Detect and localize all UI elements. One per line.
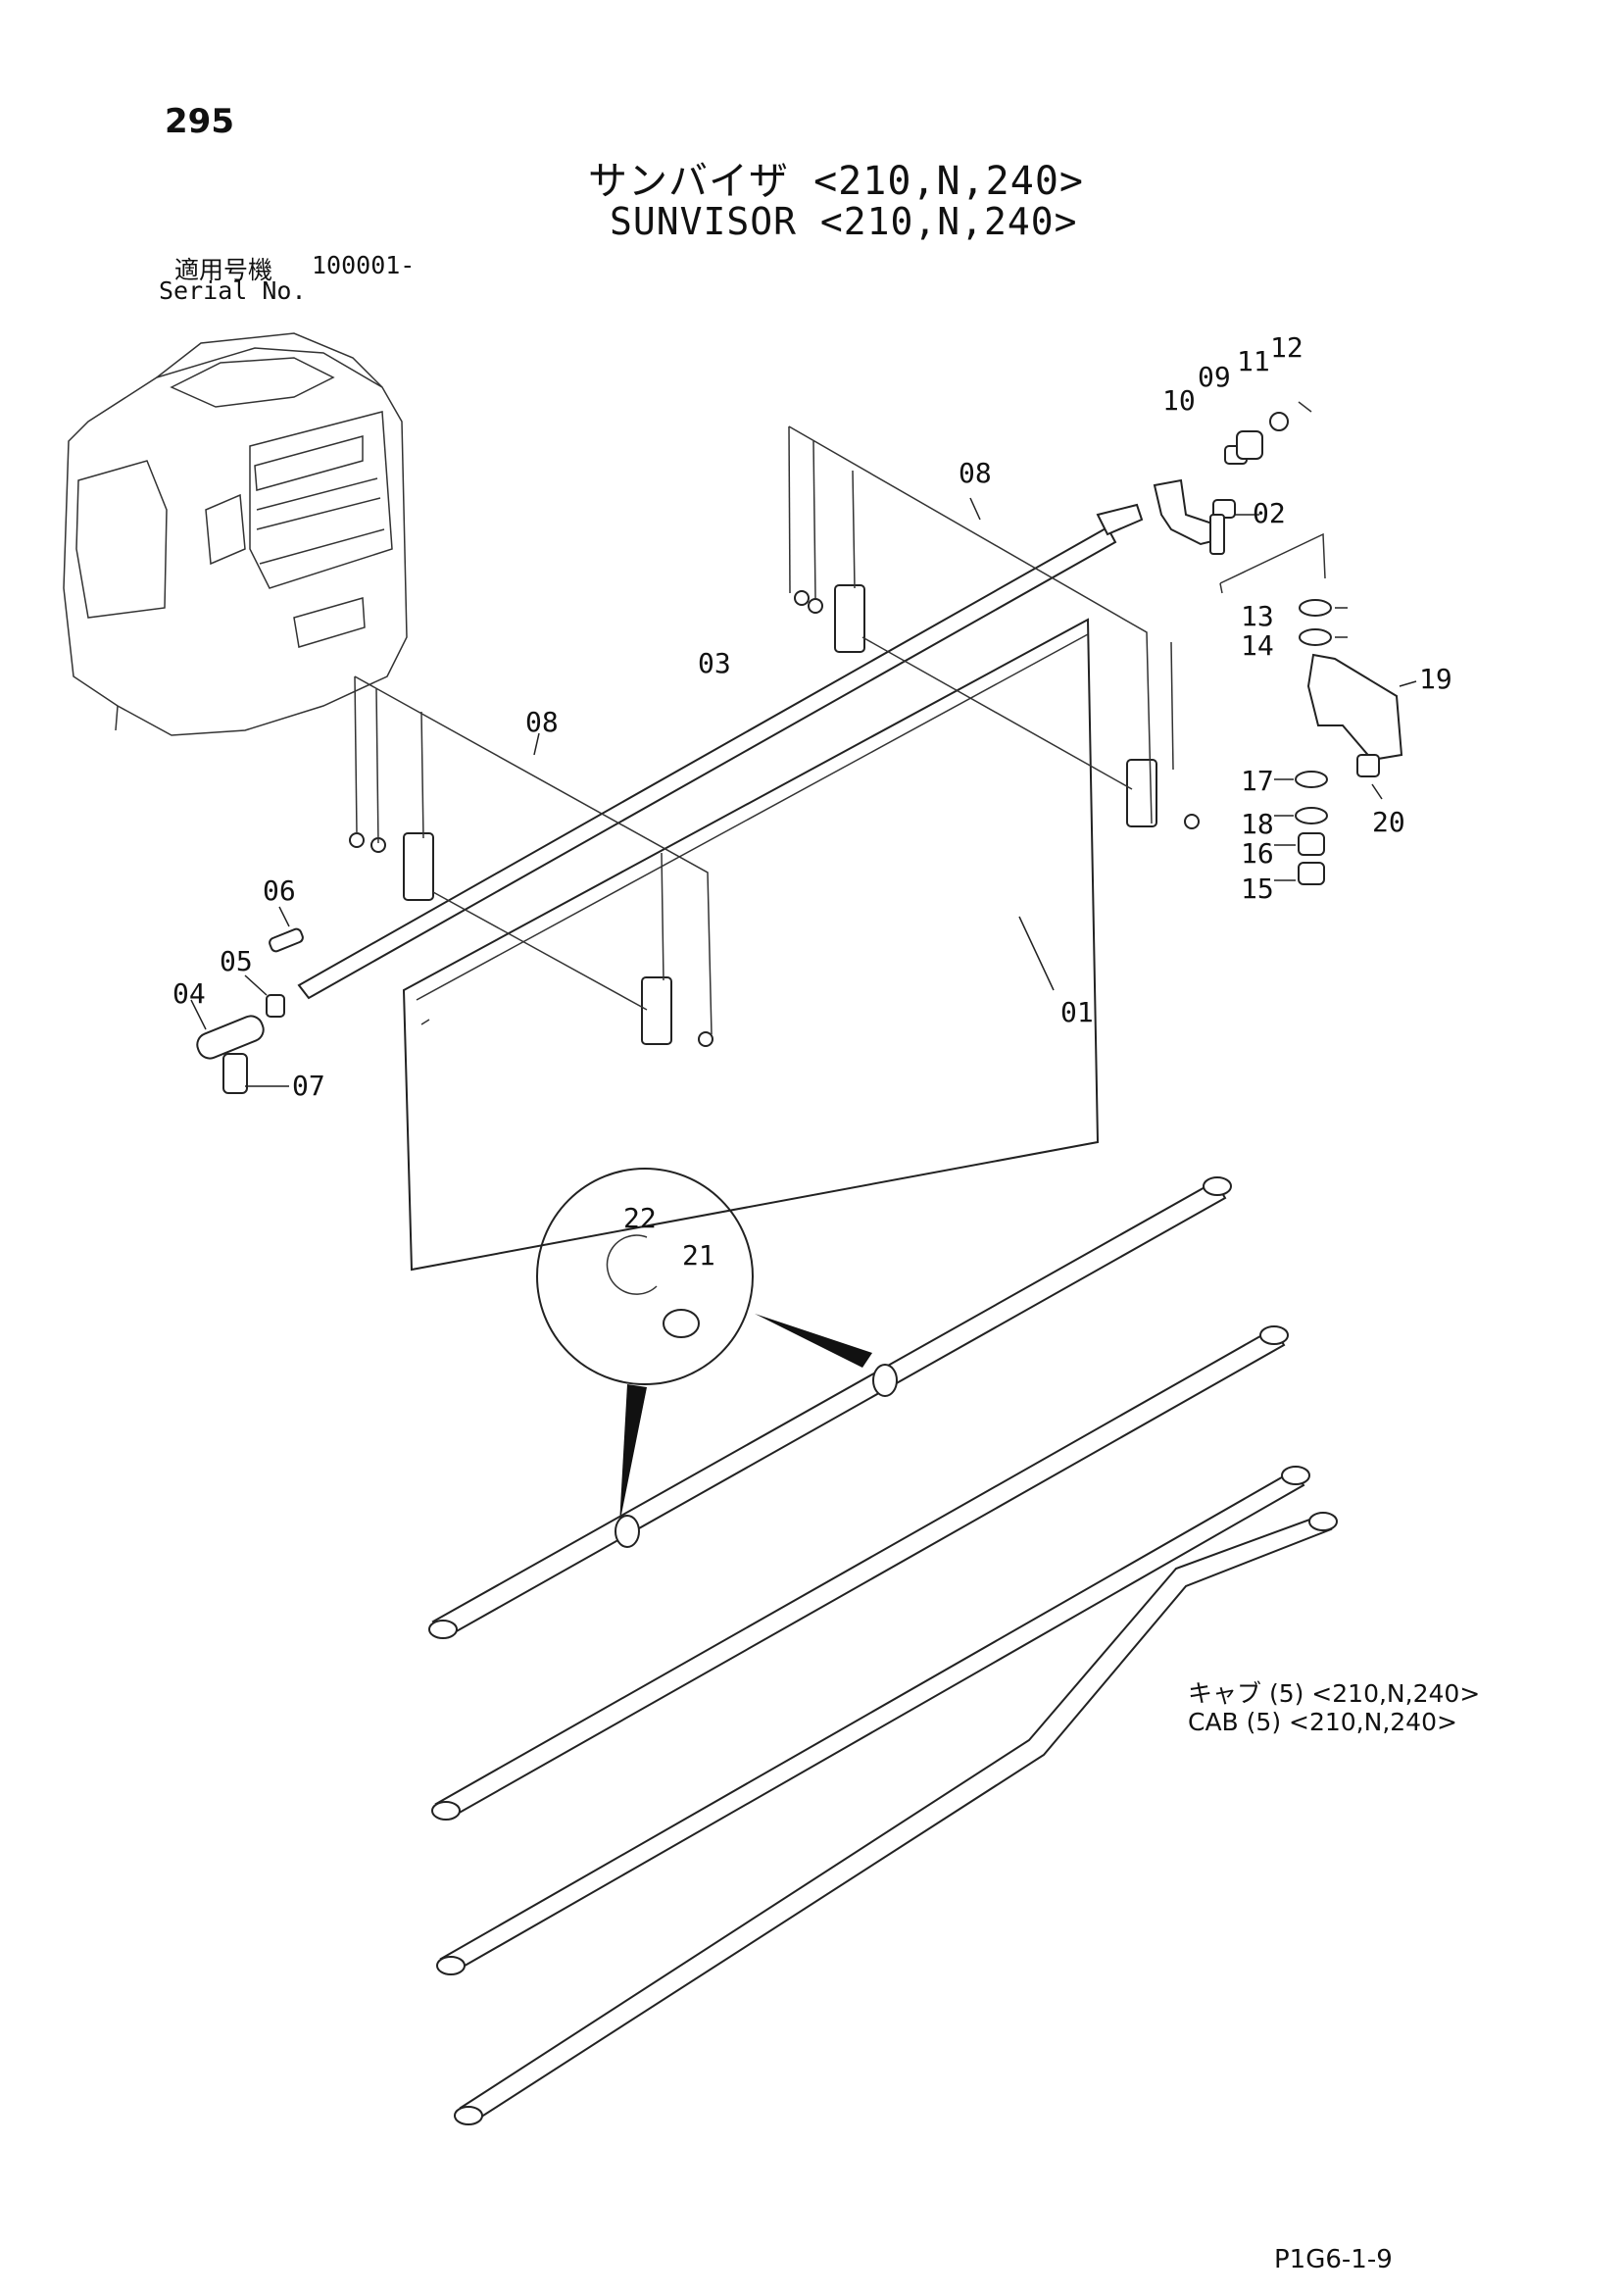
rod-03	[297, 503, 1144, 1000]
callout-11: 11	[1237, 345, 1270, 377]
callout-16: 16	[1241, 837, 1274, 870]
cab-frame-rods	[428, 1176, 1338, 2125]
bracket-assembly	[1153, 401, 1417, 885]
reference-japanese: キャブ (5) <210,N,240>	[1188, 1679, 1481, 1708]
hinge-sets	[349, 425, 1200, 1047]
cab-thumbnail	[63, 332, 408, 736]
serial-number: 100001-	[312, 251, 416, 279]
end-fittings	[190, 906, 304, 1094]
callout-18: 18	[1241, 808, 1274, 840]
callout-03: 03	[698, 647, 731, 679]
sunvisor-panel	[402, 618, 1100, 1272]
callout-12: 12	[1270, 331, 1303, 364]
serial-label-japanese: 適用号機	[174, 256, 273, 284]
page-code: P1G6-1-9	[1274, 2245, 1393, 2274]
serial-label-english: Serial No.	[159, 276, 307, 305]
title-japanese: サンバイザ <210,N,240>	[588, 159, 1084, 204]
callout-19: 19	[1419, 663, 1452, 695]
callout-10: 10	[1162, 384, 1196, 417]
callout-17: 17	[1241, 765, 1274, 797]
reference-english: CAB (5) <210,N,240>	[1188, 1708, 1457, 1736]
callout-labels: 01 02 03 04 05 06 07 08 08 09 10 11 12 1…	[172, 331, 1452, 1272]
callout-21: 21	[682, 1239, 715, 1272]
title-english: SUNVISOR <210,N,240>	[610, 200, 1078, 243]
callout-14: 14	[1241, 629, 1274, 662]
callout-13: 13	[1241, 600, 1274, 632]
callout-15: 15	[1241, 873, 1274, 905]
detail-circle	[536, 1168, 872, 1524]
callout-07: 07	[292, 1070, 325, 1102]
callout-08-upper: 08	[959, 457, 992, 489]
callout-02: 02	[1253, 497, 1286, 529]
callout-20: 20	[1372, 806, 1405, 838]
callout-22: 22	[623, 1202, 657, 1234]
callout-04: 04	[172, 977, 206, 1010]
page-number: 295	[165, 102, 234, 141]
callout-09: 09	[1198, 361, 1231, 393]
callout-05: 05	[220, 945, 253, 977]
callout-06: 06	[263, 874, 296, 907]
callout-08-lower: 08	[525, 706, 559, 738]
callout-01: 01	[1060, 996, 1094, 1028]
